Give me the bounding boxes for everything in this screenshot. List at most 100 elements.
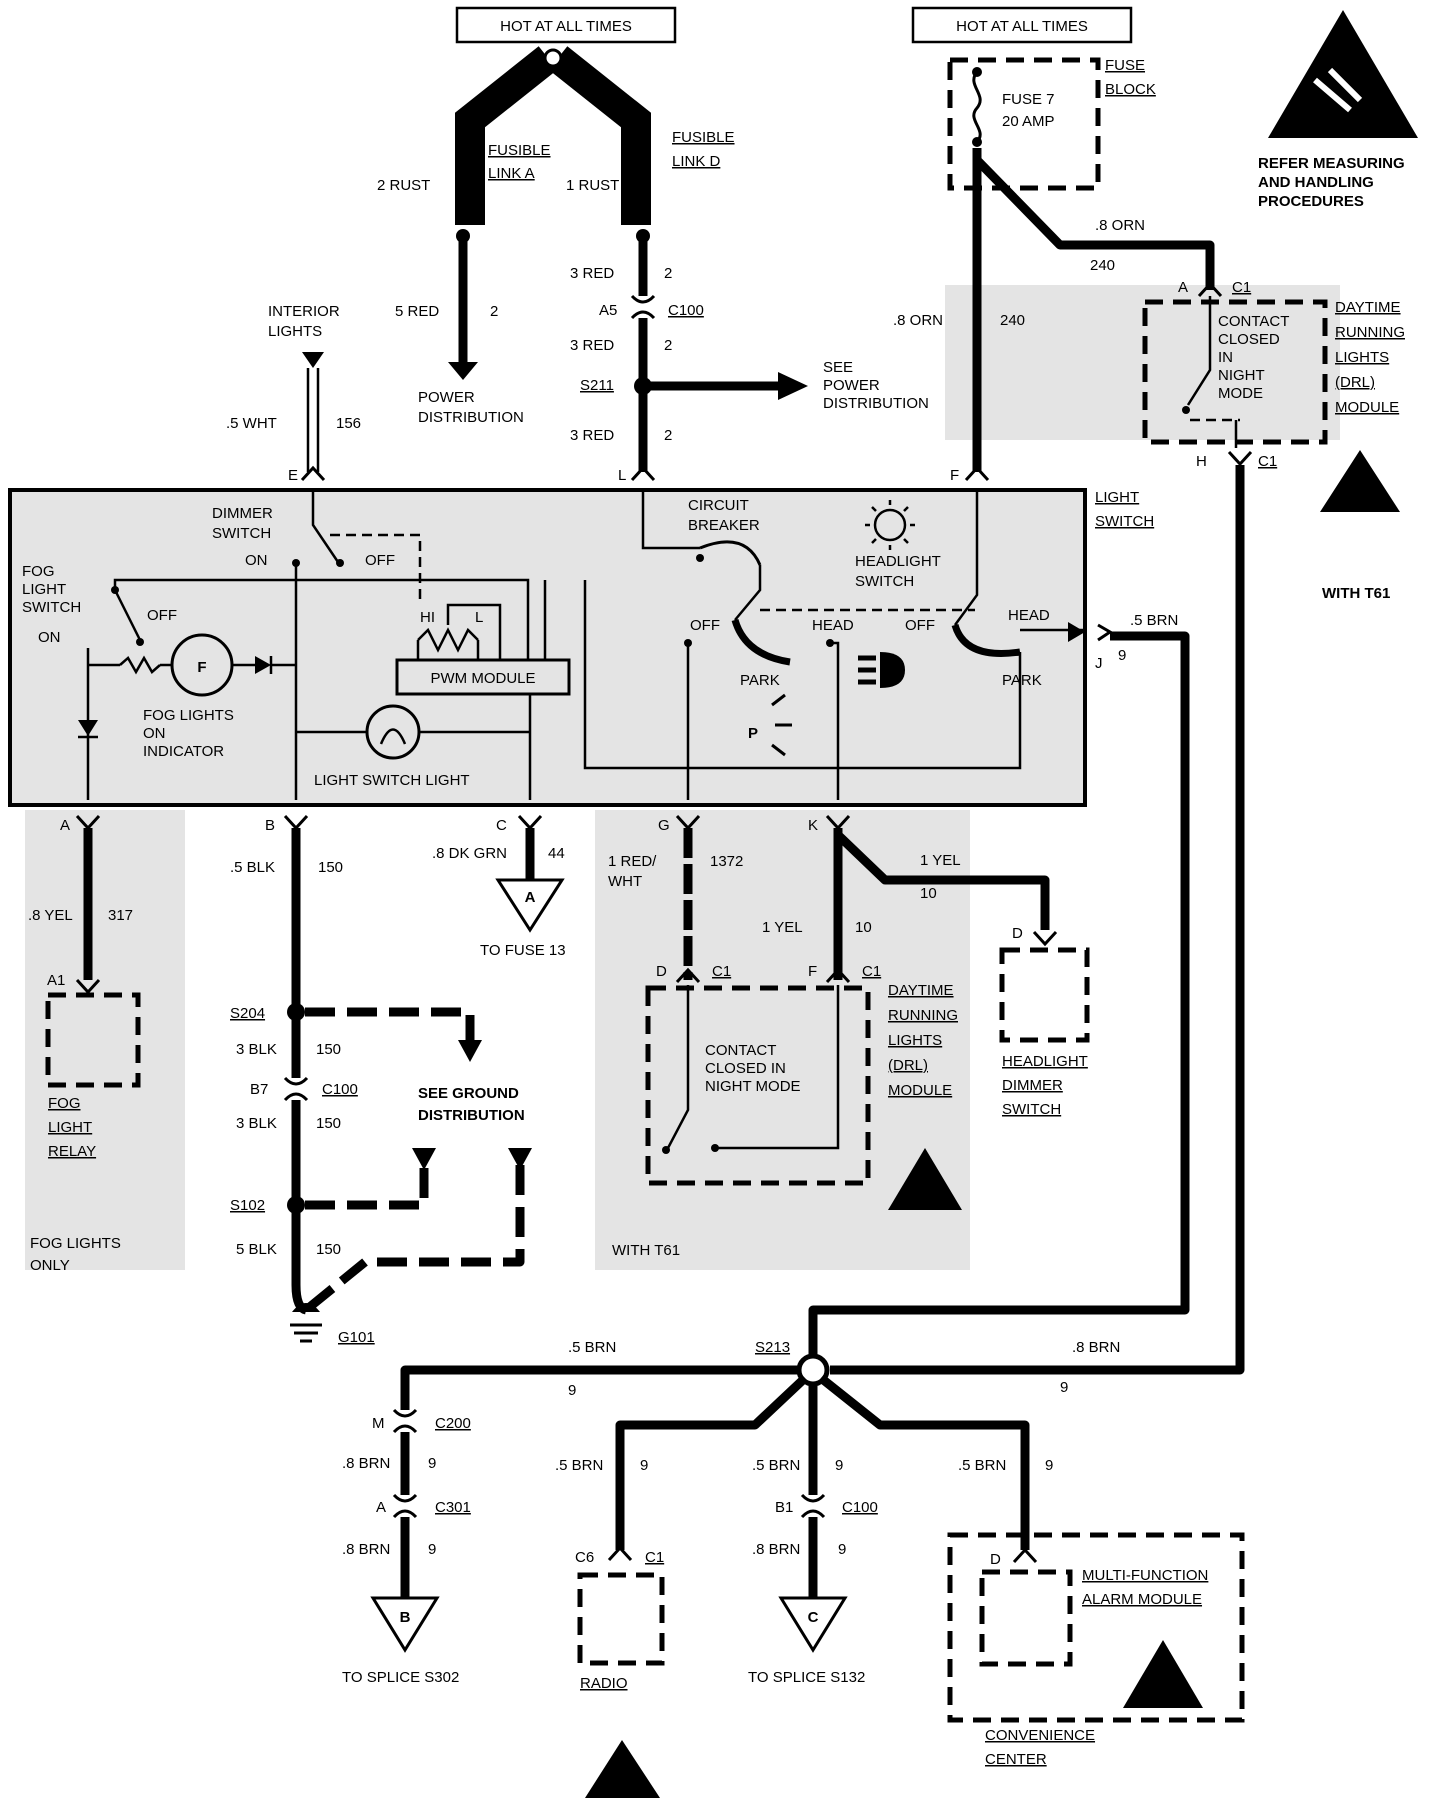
wire-brn-j	[808, 631, 1190, 1360]
headlight-switch-1: HEADLIGHT	[855, 553, 941, 570]
fuse-top-dot	[972, 67, 982, 77]
dimmer-contact	[311, 490, 342, 566]
tri-b-label: B	[400, 1609, 411, 1626]
drl-bot-contact	[666, 985, 690, 1149]
see-ground-2: DISTRIBUTION	[418, 1107, 525, 1124]
wire-5-brn-radio: .5 BRN	[555, 1457, 603, 1474]
drl-top-contact-dot	[1182, 406, 1190, 414]
wire-brn-alarm	[818, 1374, 1030, 1550]
conn-c100-top: C100	[668, 302, 704, 319]
esd-icon-bottom	[585, 1740, 660, 1798]
c100-top-conn-b	[630, 310, 656, 320]
head-left-to-k	[830, 641, 840, 800]
wire-240-a: 240	[1090, 257, 1115, 274]
wire-317: 317	[108, 907, 133, 924]
conn-a-c301: A	[376, 1499, 386, 1516]
fog-switch-1: FOG	[22, 563, 55, 580]
fuse-7-symbol	[972, 71, 982, 144]
convenience-center-box	[947, 1532, 1245, 1723]
esd-hand	[1313, 67, 1363, 113]
wire-5-red-ckt: 2	[490, 303, 498, 320]
fog-a1: A1	[47, 972, 65, 989]
splice-s102	[287, 1196, 305, 1214]
fusible-link-a-label-2: LINK A	[488, 165, 535, 182]
fuse-bot-dot	[972, 137, 982, 147]
drl-top-text-2: CLOSED	[1218, 331, 1280, 348]
fusible-d-end	[636, 229, 650, 243]
park-contact-left	[731, 618, 791, 666]
fusible-link-d-label-2: LINK D	[672, 153, 721, 170]
hs-park-left: PARK	[740, 672, 780, 689]
wire-2-rust: 2 RUST	[377, 177, 430, 194]
drl-bot-text-3: NIGHT MODE	[705, 1078, 801, 1095]
drl-top-pin-c1: C1	[1232, 279, 1251, 296]
circuit-breaker-2: BREAKER	[688, 517, 760, 534]
radio-box	[577, 1572, 665, 1666]
drl-module-bottom-box	[645, 985, 871, 1186]
fog-switch-dot-off	[136, 638, 144, 646]
to-splice-s132-triangle	[778, 1596, 848, 1653]
wire-9-alarm: 9	[1045, 1457, 1053, 1474]
splice-s211-label: S211	[580, 377, 614, 394]
pin-g: G	[658, 817, 670, 834]
conn-c200: C200	[435, 1415, 471, 1432]
light-switch-box	[8, 488, 1087, 807]
wire-5-wht	[306, 368, 320, 472]
drl-bot-d-conn	[675, 967, 701, 984]
wire-150-bb: 150	[316, 1115, 341, 1132]
fog-relay-3: RELAY	[48, 1143, 96, 1160]
wire-8-brn-b1: .8 BRN	[752, 1541, 800, 1558]
dimmer-link	[330, 533, 422, 605]
wire-5-wht-label: .5 WHT	[226, 415, 277, 432]
headlight-dimmer-box	[999, 947, 1090, 1043]
park-contact-right	[951, 623, 1021, 657]
wire-1-yel-a: 1 YEL	[920, 852, 961, 869]
lamp-filament	[379, 728, 407, 745]
pwm-res-leads	[416, 640, 480, 660]
circuit-breaker-1: CIRCUIT	[688, 497, 749, 514]
wire-brn-j-ckt: 9	[1118, 647, 1126, 664]
wire-5-brn-c100: .5 BRN	[752, 1457, 800, 1474]
drl-top-text-3: IN	[1218, 349, 1233, 366]
drl-bot-pin-c1: C1	[712, 963, 731, 980]
alarm-module-box	[979, 1569, 1073, 1667]
dimmer-pin-d: D	[1012, 925, 1023, 942]
power-dist-arrow	[448, 362, 478, 380]
g101-label: G101	[338, 1329, 375, 1346]
fog-relay-2: LIGHT	[48, 1119, 92, 1136]
drl-top-name-3: LIGHTS	[1335, 349, 1389, 366]
convenience-center-1: CONVENIENCE	[985, 1727, 1095, 1744]
conn-b1: B1	[775, 1499, 793, 1516]
wire-red-wht-1: 1 RED/	[608, 853, 657, 870]
drl-top-text-5: MODE	[1218, 385, 1263, 402]
drl-top-pin-c1b: C1	[1258, 453, 1277, 470]
hs-off-left: OFF	[690, 617, 720, 634]
headlight-dimmer-2: DIMMER	[1002, 1077, 1063, 1094]
tri-c-label: C	[808, 1609, 819, 1626]
wire-5-brn-alarm: .5 BRN	[958, 1457, 1006, 1474]
convenience-center-2: CENTER	[985, 1751, 1047, 1768]
fog-switch-dot-top	[111, 586, 119, 594]
hs-park-right: PARK	[1002, 672, 1042, 689]
fog-indicator-1: FOG LIGHTS	[143, 707, 234, 724]
pin-e: E	[288, 467, 298, 484]
headlight-switch-left-arm	[734, 565, 762, 621]
pwm-wiper	[446, 603, 502, 660]
wire-44: 44	[548, 845, 565, 862]
to-fuse13-triangle	[495, 878, 565, 933]
wire-240-b: 240	[1000, 312, 1025, 329]
drl-bot-pin-f: F	[808, 963, 817, 980]
fog-switch-on: ON	[38, 629, 61, 646]
pin-j: J	[1095, 655, 1103, 672]
see-power-arrow	[778, 372, 808, 400]
fog-diode-down	[78, 720, 98, 736]
wire-3-red-c: 3 RED	[570, 427, 614, 444]
power-distribution-2: DISTRIBUTION	[418, 409, 524, 426]
interior-lights-1: INTERIOR	[268, 303, 340, 320]
to-splice-s302-triangle	[370, 1596, 440, 1653]
hs-head-right: HEAD	[1008, 607, 1050, 624]
conn-c100-bot: C100	[842, 1499, 878, 1516]
wire-5-brn-s213: .5 BRN	[568, 1339, 616, 1356]
fog-switch-contact	[113, 589, 142, 641]
wire-9-m: 9	[428, 1455, 436, 1472]
